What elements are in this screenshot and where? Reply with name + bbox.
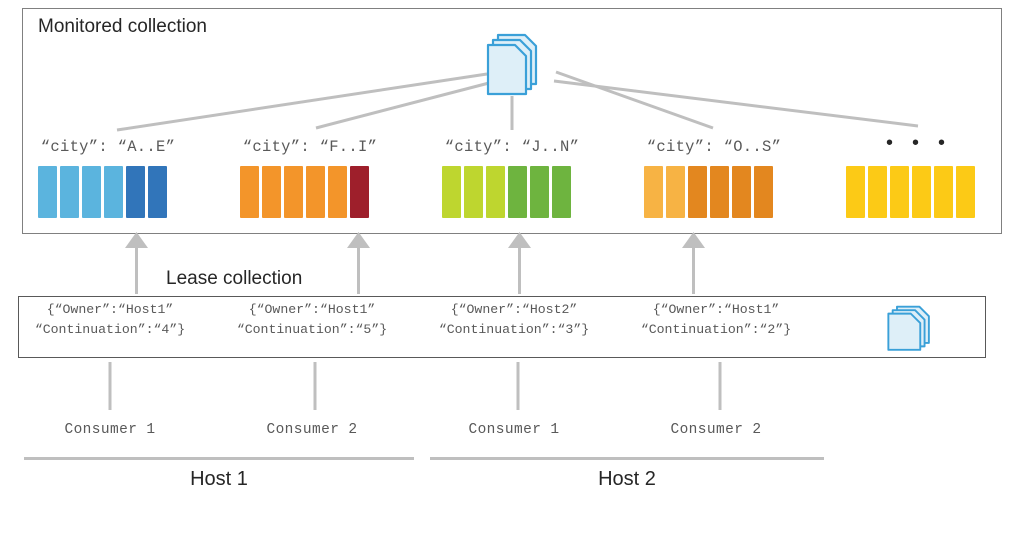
partition-bar [328,166,347,218]
lease-document-line1: {“Owner”:“Host1” [46,302,174,317]
partition-bars [846,166,986,218]
partition-ellipsis-label: • • • [883,133,949,156]
lease-document-stack-icon [887,305,930,351]
host-label: Host 1 [190,468,248,490]
arrow-up-4 [682,232,705,294]
partition-label: “city”: “F..I” [242,138,378,156]
consumer-label: Consumer 1 [468,422,560,438]
monitored-collection-title: Monitored collection [38,16,207,37]
partition-bar [868,166,887,218]
lease-document: {“Owner”:“Host2” “Continuation”:“3”} [414,300,614,340]
partition-bar [284,166,303,218]
consumer-label: Consumer 1 [64,422,156,438]
host-rule [24,457,414,460]
partition-group: “city”: “F..I” [240,136,380,218]
partition-group: “city”: “J..N” [442,136,582,218]
partition-bar [846,166,865,218]
lease-collection-title: Lease collection [166,268,303,289]
partition-bar [464,166,483,218]
partition-bar [60,166,79,218]
lease-collection-box [18,296,986,358]
consumer-label: Consumer 2 [266,422,358,438]
partition-bar [666,166,685,218]
partition-bars [644,166,784,218]
partition-bar [530,166,549,218]
host-rule [430,457,824,460]
partition-bar [956,166,975,218]
partition-group-overflow: • • • [846,133,986,218]
lease-document: {“Owner”:“Host1” “Continuation”:“2”} [616,300,816,340]
partition-bar [486,166,505,218]
partition-bars [38,166,178,218]
lease-document-line1: {“Owner”:“Host2” [450,302,578,317]
partition-bar [754,166,773,218]
partition-bar [38,166,57,218]
document-stack-icon [486,33,538,96]
partition-bar [442,166,461,218]
arrow-up-1 [125,232,148,294]
partition-bars [240,166,380,218]
arrow-up-2 [347,232,370,294]
partition-bar [934,166,953,218]
partition-bar [644,166,663,218]
partition-bar [350,166,369,218]
partition-bar [82,166,101,218]
partition-bar [688,166,707,218]
partition-group: “city”: “O..S” [644,136,784,218]
lease-document: {“Owner”:“Host1” “Continuation”:“5”} [212,300,412,340]
lease-document: {“Owner”:“Host1” “Continuation”:“4”} [10,300,210,340]
partition-label: “city”: “A..E” [40,138,176,156]
host-label: Host 2 [598,468,656,490]
partition-bar [306,166,325,218]
partition-bar [508,166,527,218]
partition-bar [240,166,259,218]
lease-document-line2: “Continuation”:“2”} [640,322,792,337]
partition-bar [912,166,931,218]
partition-bar [262,166,281,218]
partition-bar [890,166,909,218]
lease-document-line2: “Continuation”:“4”} [34,322,186,337]
lease-document-line2: “Continuation”:“3”} [438,322,590,337]
consumer-stems [108,362,722,410]
partition-bar [732,166,751,218]
lease-document-line1: {“Owner”:“Host1” [248,302,376,317]
consumer-label: Consumer 2 [670,422,762,438]
partition-bar [126,166,145,218]
arrow-up-3 [508,232,531,294]
partition-label: “city”: “J..N” [444,138,580,156]
partition-bar [148,166,167,218]
partition-bar [552,166,571,218]
partition-group: “city”: “A..E” [38,136,178,218]
partition-bars [442,166,582,218]
partition-bar [710,166,729,218]
partition-bar [104,166,123,218]
lease-document-line2: “Continuation”:“5”} [236,322,388,337]
lease-document-line1: {“Owner”:“Host1” [652,302,780,317]
partition-label: “city”: “O..S” [646,138,782,156]
